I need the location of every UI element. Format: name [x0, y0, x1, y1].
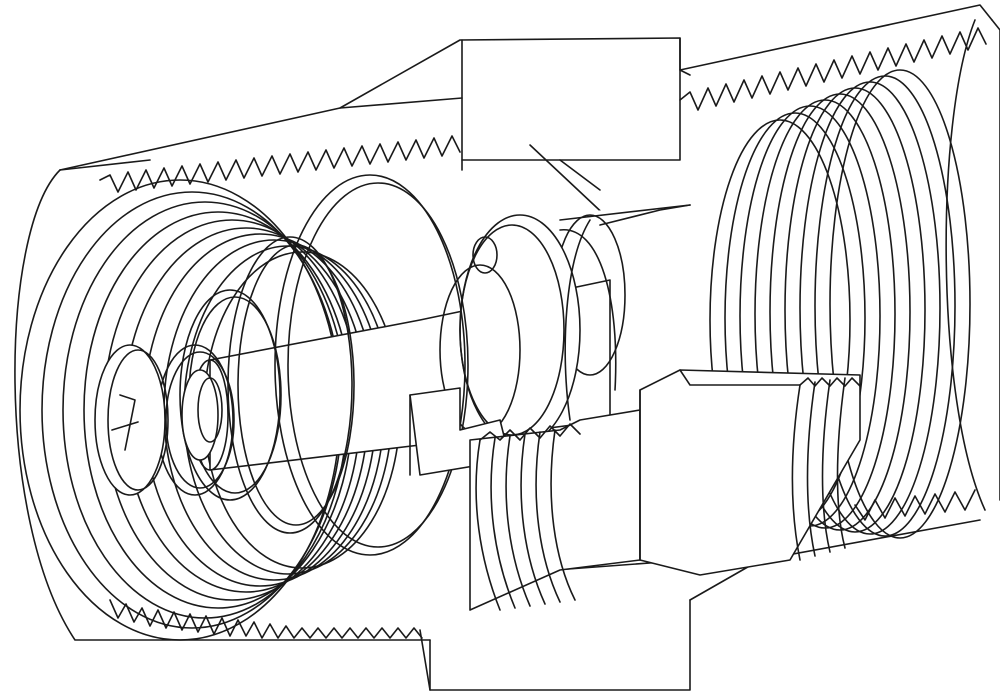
- screw-head: [95, 345, 222, 495]
- right-top-thread-teeth: [680, 28, 986, 110]
- threaded-bracket: [470, 410, 640, 610]
- right-bracket-block: [640, 370, 860, 575]
